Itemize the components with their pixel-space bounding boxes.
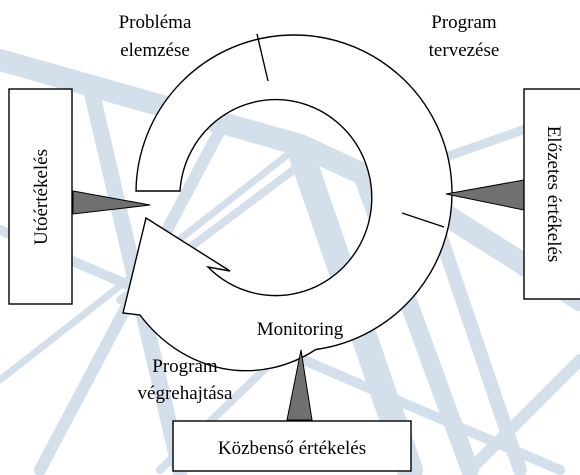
monitoring-label: Monitoring bbox=[257, 319, 344, 340]
left-eval-label: Utóértékelés bbox=[31, 149, 52, 245]
right-pointer bbox=[445, 179, 525, 211]
segment-divider-top bbox=[256, 33, 269, 82]
phase-program-execution-line2: végrehajtása bbox=[138, 383, 234, 404]
bottom-eval-box bbox=[172, 420, 412, 472]
left-eval-box bbox=[8, 88, 73, 305]
segment-divider-right bbox=[401, 212, 445, 228]
bottom-eval-label: Közbenső értékelés bbox=[218, 438, 366, 459]
phase-program-design-line1: Program bbox=[431, 12, 497, 33]
phase-program-design-line2: tervezése bbox=[429, 40, 500, 61]
phase-program-execution-line1: Program bbox=[152, 356, 218, 377]
phase-problem-analysis-line1: Probléma bbox=[119, 12, 192, 33]
cycle-arrow bbox=[122, 34, 453, 372]
left-pointer bbox=[72, 190, 151, 215]
bottom-pointer bbox=[286, 349, 313, 421]
right-eval-box bbox=[523, 88, 580, 300]
phase-problem-analysis-line2: elemzése bbox=[120, 40, 190, 61]
right-eval-label: Előzetes értékelés bbox=[543, 126, 564, 263]
